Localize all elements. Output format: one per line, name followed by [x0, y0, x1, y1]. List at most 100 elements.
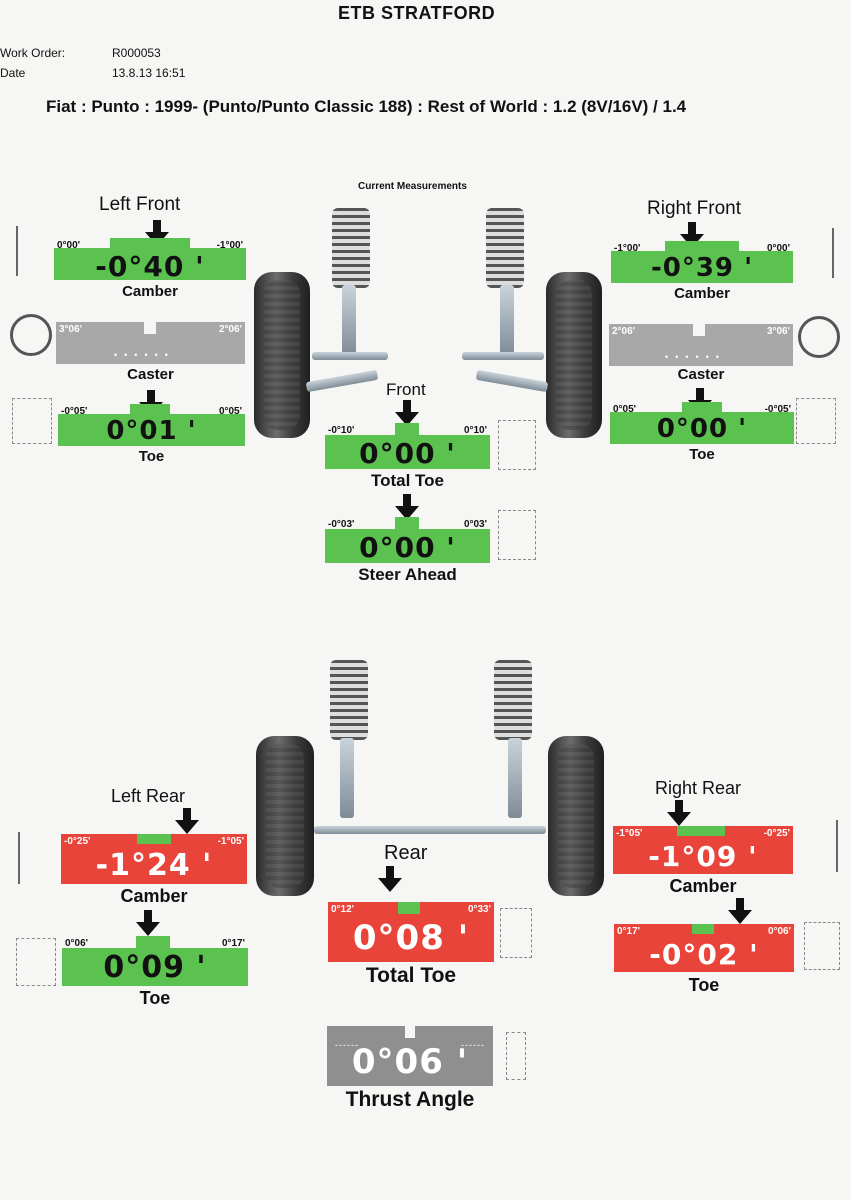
caster-diagram-icon: [10, 314, 52, 356]
left-rear-toe-gauge: 0°06' 0°17' 0°09 ': [62, 936, 248, 986]
axle-diagram-icon: [498, 420, 536, 470]
current-measurements-title: Current Measurements: [358, 181, 467, 192]
range-min: 0°12': [331, 904, 355, 915]
arrow-left-rear-toe: [136, 910, 160, 936]
right-front-caster-gauge: 2°06' 3°06' ••••••: [609, 324, 793, 366]
range-min: -0°10': [328, 425, 355, 436]
range-max: -1°00': [216, 240, 243, 251]
range-min: 0°17': [617, 926, 641, 937]
caster-scale-dots: ••••••: [114, 350, 175, 360]
axle-diagram-icon: [498, 510, 536, 560]
camber-value: -1°24 ': [95, 848, 213, 883]
thrust-scale-left: ------: [335, 1040, 359, 1050]
front-left-tie-rod: [312, 352, 388, 360]
range-min: 2°06': [612, 326, 636, 337]
right-front-camber-caption: Camber: [674, 285, 730, 302]
date-label: Date: [0, 66, 26, 80]
arrow-left-rear-camber: [175, 808, 199, 834]
left-front-title: Left Front: [99, 194, 181, 215]
shop-name: ETB STRATFORD: [338, 3, 496, 23]
rear-total-toe-caption: Total Toe: [365, 964, 457, 987]
arrow-right-front-camber: [680, 222, 704, 248]
toe-value: 0°09 ': [103, 950, 207, 985]
range-min: -1°05': [616, 828, 643, 839]
left-front-camber-gauge: 0°00' -1°00' -0°40 ': [54, 238, 246, 283]
left-rear-camber-gauge: -0°25' -1°05' -1°24 ': [61, 834, 247, 884]
vehicle-description: Fiat : Punto : 1999- (Punto/Punto Classi…: [46, 97, 687, 116]
work-order-label: Work Order:: [0, 46, 66, 60]
toe-value: 0°00 ': [656, 414, 748, 444]
camber-diagram-icon: [16, 226, 44, 276]
axle-diagram-icon: [500, 908, 532, 958]
rear-left-wheel: [256, 736, 314, 896]
left-front-toe-gauge: -0°05' 0°05' 0°01 ': [58, 404, 245, 446]
front-center-title: Front: [386, 380, 426, 399]
range-max: 0°06': [767, 926, 791, 937]
range-max: 0°10': [463, 425, 487, 436]
range-max: -1°05': [217, 836, 244, 847]
left-rear-camber-caption: Camber: [120, 886, 188, 906]
left-front-caster-gauge: 3°06' 2°06' ••••••: [56, 322, 245, 364]
rear-left-strut: [340, 738, 354, 818]
steer-ahead-caption: Steer Ahead: [358, 565, 457, 584]
front-right-spring: [486, 208, 524, 288]
toe-value: -0°02 ': [649, 938, 759, 971]
front-right-wheel: [546, 272, 602, 438]
steer-ahead-value: 0°00 ': [359, 531, 456, 564]
toe-diagram-icon: [12, 398, 52, 444]
range-max: 2°06': [218, 324, 242, 335]
toe-diagram-icon: [796, 398, 836, 444]
date-value: 13.8.13 16:51: [112, 66, 186, 80]
range-min: -0°25': [64, 836, 91, 847]
right-front-title: Right Front: [647, 198, 741, 219]
camber-diagram-icon: [806, 228, 834, 278]
left-front-toe-caption: Toe: [138, 448, 165, 465]
arrow-right-rear-camber: [667, 800, 691, 826]
range-min: 0°05': [613, 404, 637, 415]
rear-axle-link: [314, 826, 546, 834]
arrow-steer-ahead: [395, 494, 419, 520]
camber-value: -1°09 ': [648, 840, 758, 873]
arrow-rear-total-toe: [378, 866, 402, 892]
thrust-angle-caption: Thrust Angle: [345, 1088, 475, 1111]
rear-right-wheel: [548, 736, 604, 896]
camber-value: -0°39 ': [650, 253, 754, 283]
range-min: -0°05': [61, 406, 88, 417]
right-rear-camber-gauge: -1°05' -0°25' -1°09 ': [613, 826, 793, 874]
rear-center-title: Rear: [384, 842, 428, 864]
front-left-spring: [332, 208, 370, 288]
range-min: 0°06': [65, 938, 89, 949]
left-rear-title: Left Rear: [111, 786, 186, 806]
toe-diagram-icon: [804, 922, 840, 970]
camber-diagram-icon: [812, 820, 838, 872]
left-front-camber-caption: Camber: [122, 283, 178, 300]
thrust-angle-gauge: ------ ------ 0°06 ': [327, 1026, 493, 1086]
rear-total-toe-gauge: 0°12' 0°33' 0°08 ': [328, 902, 494, 962]
thrust-scale-right: ------: [461, 1040, 485, 1050]
arrow-right-rear-toe: [728, 898, 752, 924]
front-total-toe-caption: Total Toe: [370, 471, 445, 490]
range-max: -0°25': [763, 828, 790, 839]
right-front-toe-gauge: 0°05' -0°05' 0°00 ': [610, 402, 794, 444]
right-front-toe-caption: Toe: [689, 446, 715, 463]
range-max: 3°06': [766, 326, 790, 337]
range-max: 0°00': [766, 243, 790, 254]
range-max: 0°05': [218, 406, 242, 417]
range-min: 3°06': [59, 324, 83, 335]
range-min: -1°00': [614, 243, 641, 254]
range-max: 0°17': [221, 938, 245, 949]
front-right-strut: [500, 285, 514, 355]
front-total-toe-gauge: -0°10' 0°10' 0°00 ': [325, 423, 490, 470]
right-rear-toe-gauge: 0°17' 0°06' -0°02 ': [614, 924, 794, 972]
rear-left-spring: [330, 660, 368, 740]
left-rear-toe-caption: Toe: [139, 988, 171, 1008]
right-front-camber-gauge: -1°00' 0°00' -0°39 ': [611, 241, 793, 283]
camber-value: -0°40 ': [95, 250, 205, 283]
range-min: 0°00': [57, 240, 81, 251]
caster-diagram-icon: [798, 316, 840, 358]
arrow-right-front-toe: [688, 388, 712, 414]
arrow-left-front-toe: [139, 390, 163, 416]
range-max: 0°33': [467, 904, 491, 915]
arrow-front-total-toe: [395, 400, 419, 426]
